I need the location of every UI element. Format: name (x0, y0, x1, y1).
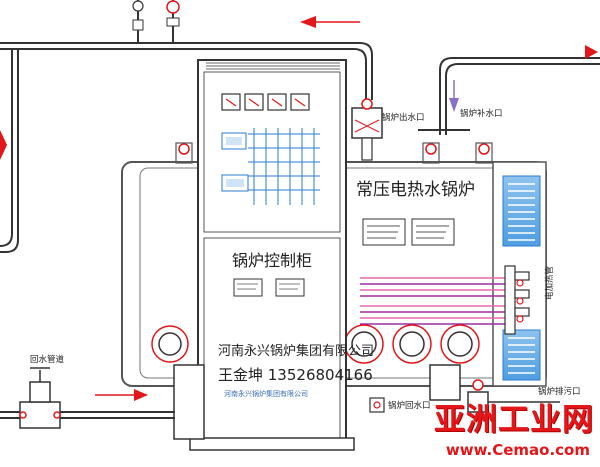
cabinet-meters (221, 93, 310, 111)
cabinet-displays (221, 132, 249, 192)
inlet-pipework (418, 57, 600, 135)
label-return-pipe: 回水管道 (30, 354, 65, 365)
top-pipework (0, 0, 373, 253)
contact-info: 王金坤 13526804166 (218, 366, 373, 384)
boiler-flanges (151, 324, 480, 364)
watermark-url: www.Cemao.com (445, 441, 590, 459)
flow-arrow-top (300, 16, 360, 28)
flow-arrow-left (0, 130, 7, 160)
cabinet-switch-grid (248, 128, 320, 205)
cabinet-title: 锅炉控制柜 (232, 251, 312, 270)
return-pipework (0, 411, 175, 419)
label-return-inlet: 锅炉回水口 (388, 400, 431, 411)
flow-arrow-return (95, 389, 148, 401)
return-valve (19, 367, 61, 429)
outlet-valve (351, 98, 383, 161)
cabinet-footer: 河南永兴锅炉集团有限公司 (224, 389, 308, 398)
cabinet-plates (233, 278, 305, 297)
cooling-fan-bottom (502, 329, 541, 381)
flow-arrow-right (585, 45, 598, 59)
boiler-nameplates (362, 218, 455, 246)
flow-arrow-down (449, 98, 459, 112)
drain-valve (467, 379, 560, 413)
company-name: 河南永兴锅炉集团有限公司 (218, 343, 374, 359)
control-cabinet (189, 59, 355, 451)
cooling-fan-top (502, 175, 541, 247)
heating-tubes (360, 277, 505, 325)
label-boiler-outlet: 锅炉出水口 (382, 112, 425, 123)
boiler-supports (173, 364, 461, 440)
return-inlet-flange (369, 397, 385, 413)
label-heating-tube: 电加热管 (544, 266, 555, 300)
site-watermark: 亚洲工业网 www.Cemao.com (404, 403, 594, 463)
boiler-title: 常压电热水锅炉 (356, 180, 475, 200)
pressure-gauge (132, 0, 180, 31)
watermark-cn: 亚洲工业网 (434, 402, 594, 438)
label-drain-outlet: 锅炉排污口 (538, 386, 581, 397)
label-boiler-inlet: 锅炉补水口 (460, 108, 503, 119)
heating-terminal (504, 265, 530, 335)
